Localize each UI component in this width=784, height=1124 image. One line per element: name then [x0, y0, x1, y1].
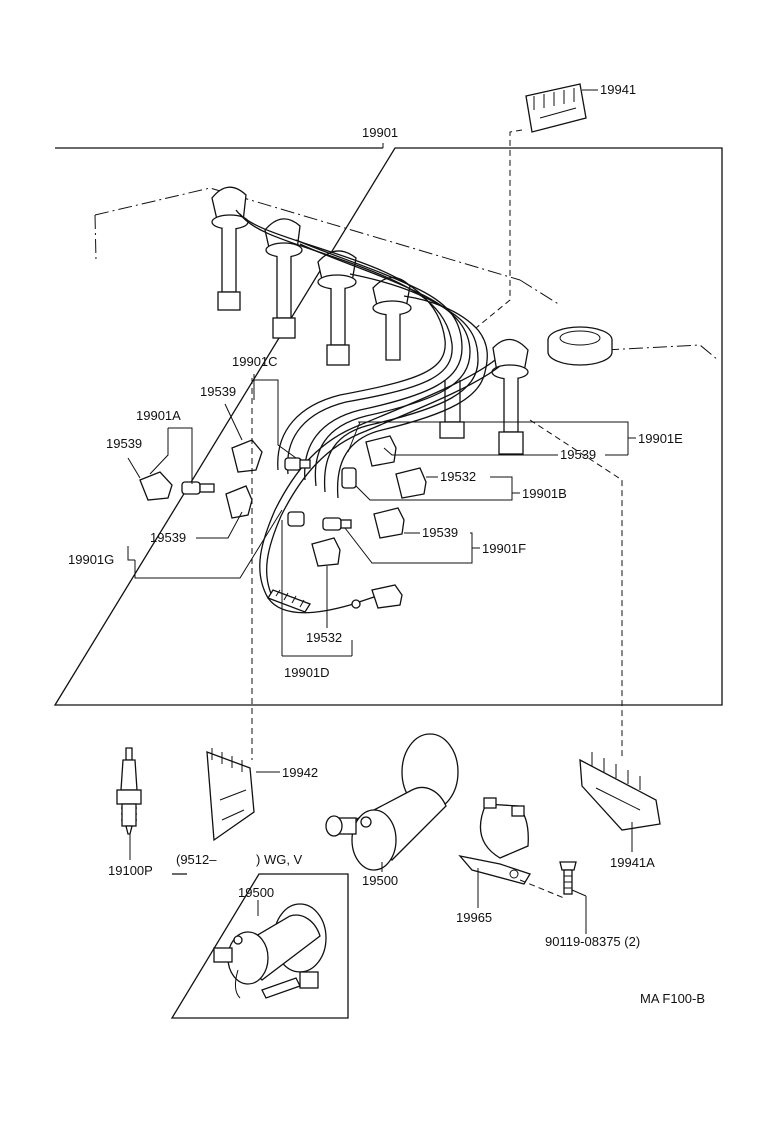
label-bolt-90119-08375[interactable]: 90119-08375 (2): [545, 934, 640, 949]
label-19901[interactable]: 19901: [362, 125, 398, 140]
spark-plug: [116, 747, 142, 835]
figure-code: MA F100-B: [640, 991, 705, 1006]
cord-set-frame: [53, 143, 723, 706]
label-19941A[interactable]: 19941A: [610, 855, 655, 870]
separator-clamp-19941: [525, 83, 587, 133]
ignition-coil: [325, 733, 459, 871]
label-19539-a[interactable]: 19539: [106, 436, 142, 451]
wire-clamps: [139, 435, 427, 567]
label-19539-c[interactable]: 19539: [200, 384, 236, 399]
oil-filler-cap: [547, 326, 613, 366]
label-19100P[interactable]: 19100P: [108, 863, 153, 878]
label-19500[interactable]: 19500: [362, 873, 398, 888]
label-19901B[interactable]: 19901B: [522, 486, 567, 501]
label-19901D[interactable]: 19901D: [284, 665, 330, 680]
ignition-leads: [235, 209, 501, 614]
label-19901C[interactable]: 19901C: [232, 354, 278, 369]
label-19901G[interactable]: 19901G: [68, 552, 114, 567]
inset-note-end: ) WG, V: [256, 852, 303, 867]
label-19901E[interactable]: 19901E: [638, 431, 683, 446]
label-19532-d[interactable]: 19532: [306, 630, 342, 645]
bolt: [559, 861, 577, 895]
part-labels: 19941 19901 19901C 19539 19901A 19539 19…: [68, 82, 705, 1006]
label-19901F[interactable]: 19901F: [482, 541, 526, 556]
label-19965[interactable]: 19965: [456, 910, 492, 925]
leader-lines: [127, 89, 636, 934]
label-19532-b[interactable]: 19532: [440, 469, 476, 484]
separator-clamp-19942: [206, 748, 255, 842]
label-19539-f[interactable]: 19539: [422, 525, 458, 540]
plug-boots: [211, 186, 529, 455]
inset-frame: [170, 873, 349, 1019]
label-19942[interactable]: 19942: [282, 765, 318, 780]
lead-end-fittings: [181, 457, 357, 531]
label-19500-inset[interactable]: 19500: [238, 885, 274, 900]
inset-note-start: (9512–: [176, 852, 217, 867]
coil-bracket: [458, 797, 531, 885]
inset-ignition-coil: [213, 903, 327, 999]
label-19539-e[interactable]: 19539: [560, 447, 596, 462]
label-19539-g[interactable]: 19539: [150, 530, 186, 545]
separator-clamp-19941A: [579, 752, 661, 831]
label-19901A[interactable]: 19901A: [136, 408, 181, 423]
label-19941[interactable]: 19941: [600, 82, 636, 97]
engine-outline: [94, 187, 719, 361]
